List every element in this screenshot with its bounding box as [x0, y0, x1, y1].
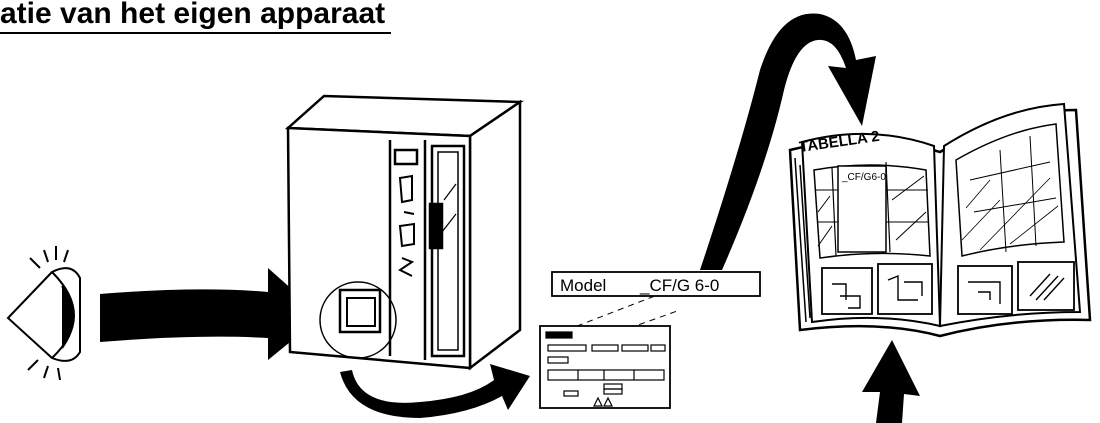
- eye-icon: [6, 246, 81, 381]
- magnifier-circle: [319, 281, 397, 359]
- model-code: _CF/G 6-0: [639, 276, 719, 295]
- oven-appliance: [284, 94, 524, 371]
- model-label: Model: [560, 276, 606, 295]
- view-arrow: [100, 268, 322, 360]
- bottom-arrow: [862, 340, 920, 423]
- manual-book: [788, 102, 1092, 338]
- section-title: atie van het eigen apparaat: [0, 0, 392, 34]
- rating-plate-card: [539, 325, 671, 409]
- manual-column-code: _CF/G6-0: [841, 172, 886, 183]
- lookup-arrow: [700, 13, 876, 271]
- model-label-box: Model _CF/G 6-0: [551, 271, 761, 297]
- plate-arrow: [340, 364, 530, 418]
